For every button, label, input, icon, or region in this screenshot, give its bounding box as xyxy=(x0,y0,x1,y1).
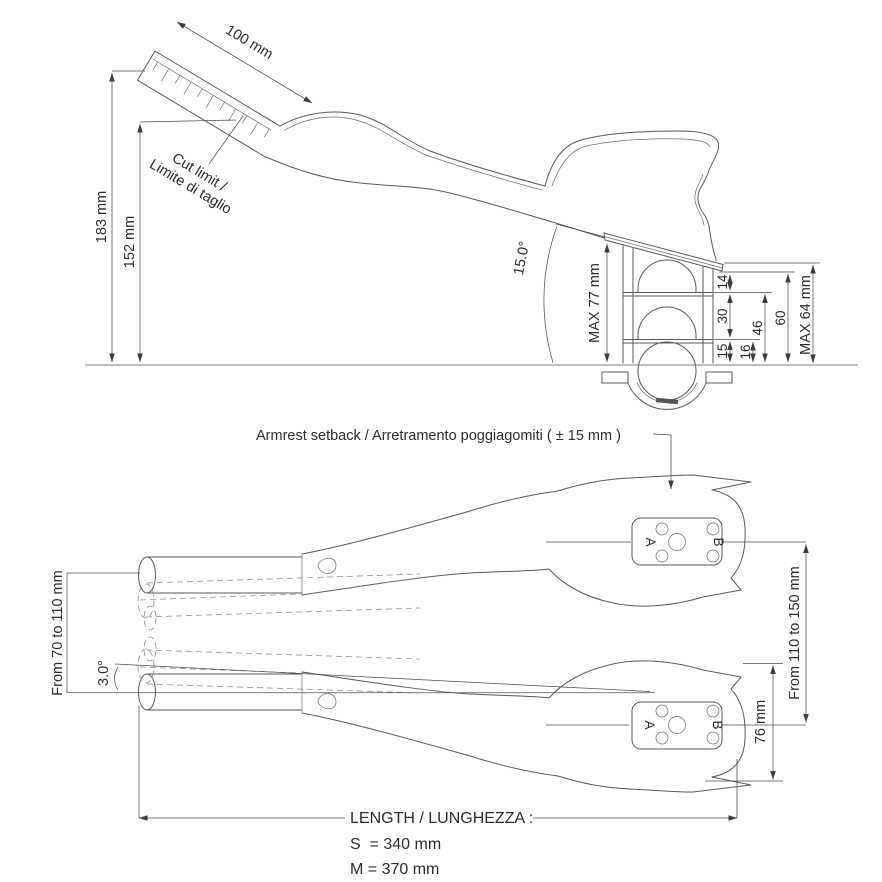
angle-arc-15 xyxy=(543,225,558,364)
dim-label-30: 30 xyxy=(715,308,730,323)
mount-plate xyxy=(631,517,723,566)
dim-label-76: 76 mm xyxy=(753,700,769,744)
stem-clamp xyxy=(601,371,733,410)
length-size-s: S = 340 mm xyxy=(350,836,441,853)
dim-label-16: 16 xyxy=(738,344,753,359)
pad-range-dim: From 110 to 150 mm xyxy=(787,544,809,723)
body-bottom-edge xyxy=(265,156,605,239)
length-title: LENGTH / LUNGHEZZA : xyxy=(350,810,533,827)
dim-label-152mm: 152 mm xyxy=(122,216,138,268)
dim-label-70-110: From 70 to 110 mm xyxy=(50,570,66,695)
grip-tube-end xyxy=(138,556,156,594)
extension-range-dim: From 70 to 110 mm xyxy=(50,570,655,696)
grip-tube xyxy=(146,556,303,594)
side-view: 100 mm Cut limit / Limite di taglio 183 … xyxy=(85,21,858,410)
dim-label-110-150: From 110 to 150 mm xyxy=(787,566,803,700)
setback-leader-arrow xyxy=(652,433,674,490)
dim-label-max77: MAX 77 mm xyxy=(587,263,603,343)
plate-marker-a-lower: A xyxy=(642,720,657,729)
dim-label-46: 46 xyxy=(750,320,765,335)
pad-width-dim: 76 mm xyxy=(705,663,783,782)
armrest-fin-inner-right xyxy=(694,173,705,226)
spacer-stack xyxy=(622,244,714,401)
dim-label-15: 15 xyxy=(715,343,730,358)
dim-label-100mm: 100 mm xyxy=(222,22,275,63)
spacer-arch-bottom xyxy=(637,306,697,340)
body-slot xyxy=(317,557,337,574)
ext-line-152 xyxy=(139,119,237,123)
length-dim: LENGTH / LUNGHEZZA : S = 340 mm M = 370 … xyxy=(138,706,738,878)
tilt-angle-dim: 3.0° xyxy=(96,660,651,692)
dim-label-60: 60 xyxy=(773,310,788,325)
setback-callout: Armrest setback / Arretramento poggiagom… xyxy=(256,428,674,490)
pad-body-outline xyxy=(301,474,752,607)
body-top-edge xyxy=(279,111,546,187)
angle-label-15: 15.0° xyxy=(511,240,533,276)
dim-label-14: 14 xyxy=(715,274,730,290)
armrest-fin-inner-top xyxy=(551,138,711,187)
plate-reference-lines xyxy=(546,541,806,726)
spacer-arch-top xyxy=(637,259,697,293)
cut-limit-mark xyxy=(208,115,244,165)
cut-limit-label: Cut limit / Limite di taglio xyxy=(146,150,234,218)
handlebar-cross-section xyxy=(637,341,697,401)
ruler-ticks xyxy=(152,61,270,137)
stack-extension-lines xyxy=(714,262,820,340)
plate-marker-b-lower: B xyxy=(710,720,725,729)
mount-plate-center-hole xyxy=(668,533,686,551)
armrest-base-plate xyxy=(603,232,724,272)
angle-ref-line xyxy=(555,223,606,238)
plan-view-body-mirrored xyxy=(137,636,752,793)
armrest-fin-outline xyxy=(544,130,720,262)
angle-label-3: 3.0° xyxy=(96,660,112,686)
extension-tip-ruler xyxy=(136,50,281,158)
dim-line-100mm xyxy=(176,21,313,104)
dim-label-183mm: 183 mm xyxy=(94,191,110,243)
plate-marker-a-upper: A xyxy=(643,537,658,546)
body-top-inner xyxy=(284,116,543,191)
length-size-m: M = 370 mm xyxy=(350,861,439,878)
setback-label: Armrest setback / Arretramento poggiagom… xyxy=(256,428,621,444)
dim-label-max64: MAX 64 mm xyxy=(798,275,814,355)
plate-marker-b-upper: B xyxy=(711,537,726,546)
ghost-adjust-lines xyxy=(139,573,421,618)
plan-view-body xyxy=(137,474,752,631)
